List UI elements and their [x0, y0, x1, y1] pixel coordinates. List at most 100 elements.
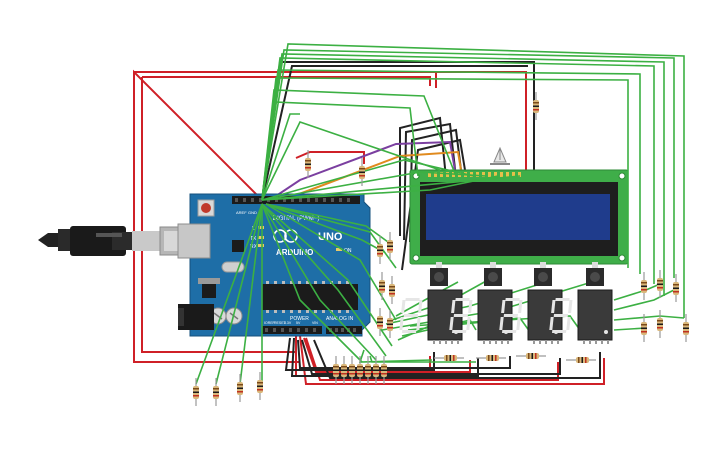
resistor[interactable]	[373, 356, 379, 384]
on-label: ON	[344, 248, 352, 254]
pin	[501, 340, 503, 344]
rx-led	[258, 244, 264, 247]
resistor[interactable]	[673, 274, 679, 302]
pin	[607, 340, 609, 344]
push-button-2[interactable]	[484, 262, 502, 286]
segment	[516, 317, 521, 330]
usb-socket	[177, 223, 211, 259]
segment	[568, 300, 573, 313]
resistor[interactable]	[359, 158, 365, 186]
voltage-regulator	[202, 282, 216, 298]
pin	[545, 340, 547, 344]
resistor[interactable]	[365, 356, 371, 384]
v33-label: 3.3V	[284, 321, 292, 325]
segment	[499, 317, 504, 330]
segment	[451, 300, 456, 313]
resistor[interactable]	[389, 276, 395, 304]
segment	[518, 300, 523, 313]
tx-led	[258, 236, 264, 239]
push-button-4[interactable]	[586, 262, 604, 286]
resistor[interactable]	[377, 308, 383, 336]
resistor[interactable]	[333, 356, 339, 384]
resistor[interactable]	[377, 236, 383, 264]
pin	[533, 340, 535, 344]
push-button-1[interactable]	[430, 262, 448, 286]
pin	[551, 340, 553, 344]
pin	[457, 340, 459, 344]
seven-segment-display-4[interactable]	[549, 289, 613, 344]
segment	[403, 314, 418, 317]
resistor[interactable]	[213, 378, 219, 406]
resistor[interactable]	[387, 310, 393, 338]
resistor[interactable]	[341, 356, 347, 384]
pin	[539, 340, 541, 344]
resistor[interactable]	[257, 372, 263, 400]
resistor[interactable]	[476, 355, 506, 361]
resistor[interactable]	[349, 356, 355, 384]
segment	[549, 317, 554, 330]
segment	[551, 300, 556, 313]
resistor[interactable]	[566, 357, 596, 363]
atmega-chip	[262, 284, 358, 310]
segment	[399, 317, 404, 330]
resistor[interactable]	[516, 353, 546, 359]
segment	[452, 330, 467, 333]
pin	[495, 340, 497, 344]
pin	[507, 340, 509, 344]
resistor[interactable]	[357, 356, 363, 384]
segment	[552, 330, 567, 333]
resistor[interactable]	[193, 378, 199, 406]
potentiometer[interactable]	[490, 146, 510, 165]
segment	[566, 317, 571, 330]
lcd-screen	[426, 194, 610, 240]
v5-label: 5V	[296, 321, 301, 325]
resistor[interactable]	[379, 272, 385, 300]
uno-label: UNO	[318, 231, 343, 243]
resistor[interactable]	[657, 270, 663, 298]
arduino-brand: ARDUINO	[276, 248, 313, 257]
pin	[451, 340, 453, 344]
resistor[interactable]	[381, 356, 387, 384]
pin	[433, 340, 435, 344]
reset-button-cap[interactable]	[201, 203, 211, 213]
lcd-16x2-module[interactable]	[409, 169, 629, 265]
lcd-mount-hole	[412, 254, 420, 262]
pin	[557, 340, 559, 344]
resistor[interactable]	[434, 355, 464, 361]
segment	[503, 314, 518, 317]
lcd-mount-hole	[618, 254, 626, 262]
rx-label: RX	[250, 244, 258, 250]
pin	[583, 340, 585, 344]
resistor[interactable]	[533, 92, 539, 120]
segment	[401, 300, 406, 313]
digital-header[interactable]	[232, 196, 360, 204]
resistor[interactable]	[641, 272, 647, 300]
l-led	[258, 226, 264, 229]
vin-label: VIN	[312, 321, 318, 325]
segment	[449, 317, 454, 330]
arduino-uno-board[interactable]: DIGITAL (PWM~) AREF GND L TX RX ON ARDUI…	[38, 193, 371, 337]
on-led	[336, 248, 342, 251]
pin	[439, 340, 441, 344]
resistor[interactable]	[683, 314, 689, 342]
segment	[555, 298, 570, 301]
ioref-label: IOREF	[264, 321, 275, 325]
push-button-3[interactable]	[534, 262, 552, 286]
pin	[445, 340, 447, 344]
decimal-point	[604, 330, 608, 334]
aref-label: AREF	[236, 210, 247, 215]
digital-label: DIGITAL (PWM~)	[273, 216, 320, 222]
resistor[interactable]	[237, 374, 243, 402]
resistor[interactable]	[387, 232, 393, 260]
segment	[416, 317, 421, 330]
pin	[595, 340, 597, 344]
resistor[interactable]	[305, 150, 311, 178]
power-label: POWER	[290, 316, 309, 322]
green-wires[interactable]	[195, 43, 685, 385]
resistor[interactable]	[641, 314, 647, 342]
segment	[466, 317, 471, 330]
resistor[interactable]	[657, 310, 663, 338]
usb-cable[interactable]	[38, 226, 197, 256]
